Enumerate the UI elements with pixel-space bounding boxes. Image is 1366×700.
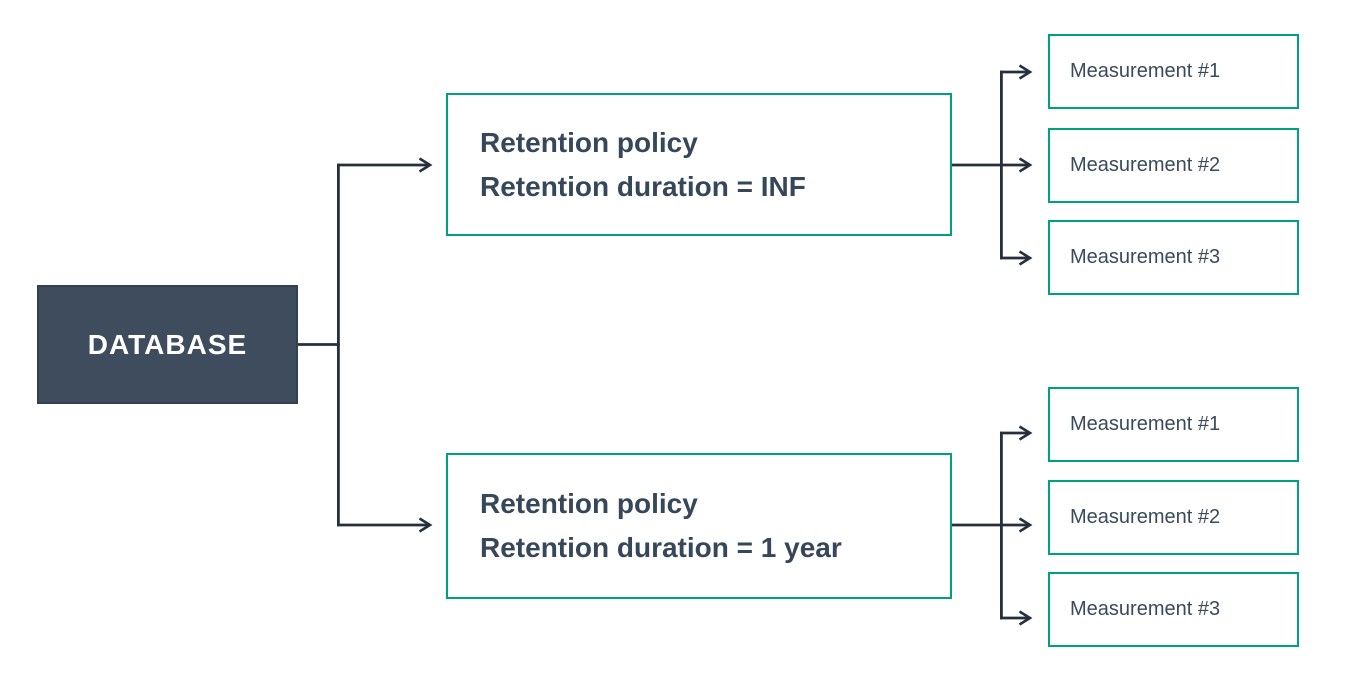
policy-title: Retention policy	[480, 488, 698, 519]
measurement-node-bottom-2: Measurement #2	[1048, 480, 1299, 555]
measurement-node-bottom-3: Measurement #3	[1048, 572, 1299, 647]
measurement-label: Measurement #1	[1070, 413, 1221, 435]
database-label: DATABASE	[87, 328, 248, 360]
measurement-label: Measurement #2	[1070, 506, 1221, 528]
measurement-node-top-3: Measurement #3	[1048, 220, 1299, 295]
policy-duration: Retention duration = INF	[480, 170, 806, 202]
measurement-label: Measurement #2	[1070, 154, 1221, 176]
policy-title: Retention policy	[480, 126, 698, 158]
database-node: DATABASE	[37, 285, 298, 404]
measurement-label: Measurement #1	[1070, 60, 1221, 82]
measurement-node-top-2: Measurement #2	[1048, 128, 1299, 203]
measurement-label: Measurement #3	[1070, 598, 1221, 620]
measurement-node-bottom-1: Measurement #1	[1048, 387, 1299, 462]
policy-duration: Retention duration = 1 year	[480, 532, 842, 563]
measurement-label: Measurement #3	[1070, 246, 1221, 268]
measurement-node-top-1: Measurement #1	[1048, 34, 1299, 109]
retention-policy-node-inf: Retention policy Retention duration = IN…	[446, 93, 952, 236]
retention-policy-node-1year: Retention policy Retention duration = 1 …	[446, 453, 952, 599]
